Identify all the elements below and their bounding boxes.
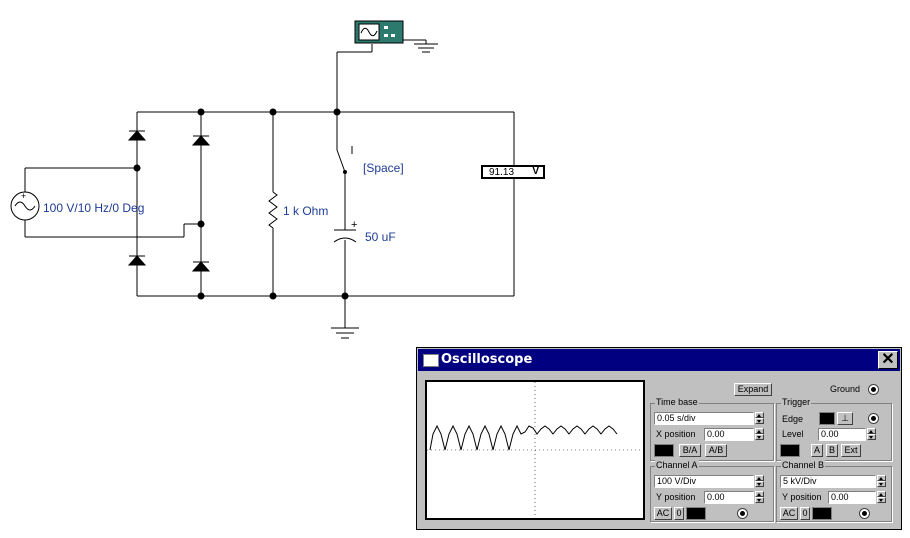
- edge-rising-button[interactable]: [819, 412, 835, 425]
- svg-text:+: +: [21, 191, 26, 201]
- source-label: 100 V/10 Hz/0 Deg: [43, 201, 145, 215]
- level-field[interactable]: 0.00: [818, 428, 866, 441]
- close-button[interactable]: ✕: [878, 351, 898, 369]
- window-title: Oscilloscope: [441, 352, 533, 367]
- capacitor-icon: [333, 229, 357, 243]
- diode-icon: [127, 130, 211, 272]
- channel-a-scale-stepper[interactable]: [755, 475, 764, 488]
- channel-a-zero-button[interactable]: 0: [674, 507, 684, 520]
- trigger-a-button[interactable]: A: [811, 444, 823, 457]
- channel-a-y-position-label: Y position: [656, 492, 696, 502]
- channel-b-y-position-stepper[interactable]: [877, 491, 886, 504]
- time-base-field[interactable]: 0.05 s/div: [654, 412, 754, 425]
- channel-b-y-position-field[interactable]: 0.00: [828, 491, 876, 504]
- level-label: Level: [782, 429, 804, 439]
- waveform-trace: [429, 424, 618, 451]
- edge-falling-button[interactable]: ⊥: [837, 412, 853, 425]
- channel-b-radio[interactable]: [859, 508, 870, 519]
- channel-a-y-position-stepper[interactable]: [755, 491, 764, 504]
- x-position-label: X position: [656, 429, 696, 439]
- switch-key-label: [Space]: [363, 161, 404, 175]
- channel-b-zero-button[interactable]: 0: [800, 507, 810, 520]
- time-base-group: Time base 0.05 s/div X position 0.00 B/A…: [650, 397, 774, 461]
- voltmeter-unit: V: [532, 166, 539, 177]
- ab-button[interactable]: A/B: [705, 444, 727, 457]
- oscilloscope-instrument-icon: [354, 20, 404, 44]
- ground-label: Ground: [830, 384, 861, 394]
- trigger-mode-swatch[interactable]: [780, 444, 800, 457]
- voltmeter[interactable]: 91.13 V: [481, 165, 545, 179]
- resistor-icon: [268, 191, 278, 229]
- channel-b-scale-stepper[interactable]: [877, 475, 886, 488]
- channel-a-scale-field[interactable]: 100 V/Div: [654, 475, 754, 488]
- voltmeter-value: 91.13: [489, 167, 515, 178]
- channel-b-ac-button[interactable]: AC: [780, 507, 798, 520]
- oscilloscope-screen: [425, 380, 645, 520]
- resistor-label: 1 k Ohm: [283, 204, 329, 218]
- trigger-label: Trigger: [781, 397, 812, 407]
- capacitor-label: 50 uF: [365, 230, 396, 244]
- edge-label: Edge: [782, 414, 804, 424]
- ba-button[interactable]: B/A: [679, 444, 701, 457]
- channel-a-dc-swatch[interactable]: [686, 507, 706, 520]
- trigger-ext-button[interactable]: Ext: [841, 444, 861, 457]
- trigger-b-button[interactable]: B: [826, 444, 838, 457]
- time-base-mode-swatch[interactable]: [654, 444, 674, 457]
- x-position-field[interactable]: 0.00: [704, 428, 754, 441]
- expand-button[interactable]: Expand: [734, 383, 772, 396]
- switch-icon: [336, 146, 353, 174]
- oscilloscope-window: Oscilloscope ✕ Expand Ground Time base 0…: [416, 347, 902, 530]
- channel-a-y-position-field[interactable]: 0.00: [704, 491, 754, 504]
- ground-icon: [414, 43, 438, 53]
- ground-icon: [331, 327, 359, 339]
- capacitor-plus-label: +: [351, 219, 358, 231]
- channel-b-y-position-label: Y position: [782, 492, 822, 502]
- channel-b-label: Channel B: [781, 460, 826, 470]
- ac-source-icon: +: [10, 191, 40, 221]
- channel-a-ac-button[interactable]: AC: [654, 507, 672, 520]
- edge-radio[interactable]: [868, 413, 879, 424]
- channel-b-dc-swatch[interactable]: [812, 507, 832, 520]
- channel-b-scale-field[interactable]: 5 kV/Div: [780, 475, 876, 488]
- channel-a-group: Channel A 100 V/Div Y position 0.00 AC 0: [650, 460, 774, 522]
- time-base-label: Time base: [655, 397, 699, 407]
- x-position-stepper[interactable]: [755, 428, 764, 441]
- window-icon: [423, 354, 439, 367]
- ground-radio[interactable]: [868, 384, 879, 395]
- channel-a-label: Channel A: [655, 460, 699, 470]
- time-base-stepper[interactable]: [755, 412, 764, 425]
- level-stepper[interactable]: [867, 428, 876, 441]
- channel-a-radio[interactable]: [737, 508, 748, 519]
- trigger-group: Trigger Edge ⊥ Level 0.00 A B Ext: [776, 397, 892, 461]
- channel-b-group: Channel B 5 kV/Div Y position 0.00 AC 0: [776, 460, 892, 522]
- title-bar[interactable]: Oscilloscope ✕: [418, 349, 900, 371]
